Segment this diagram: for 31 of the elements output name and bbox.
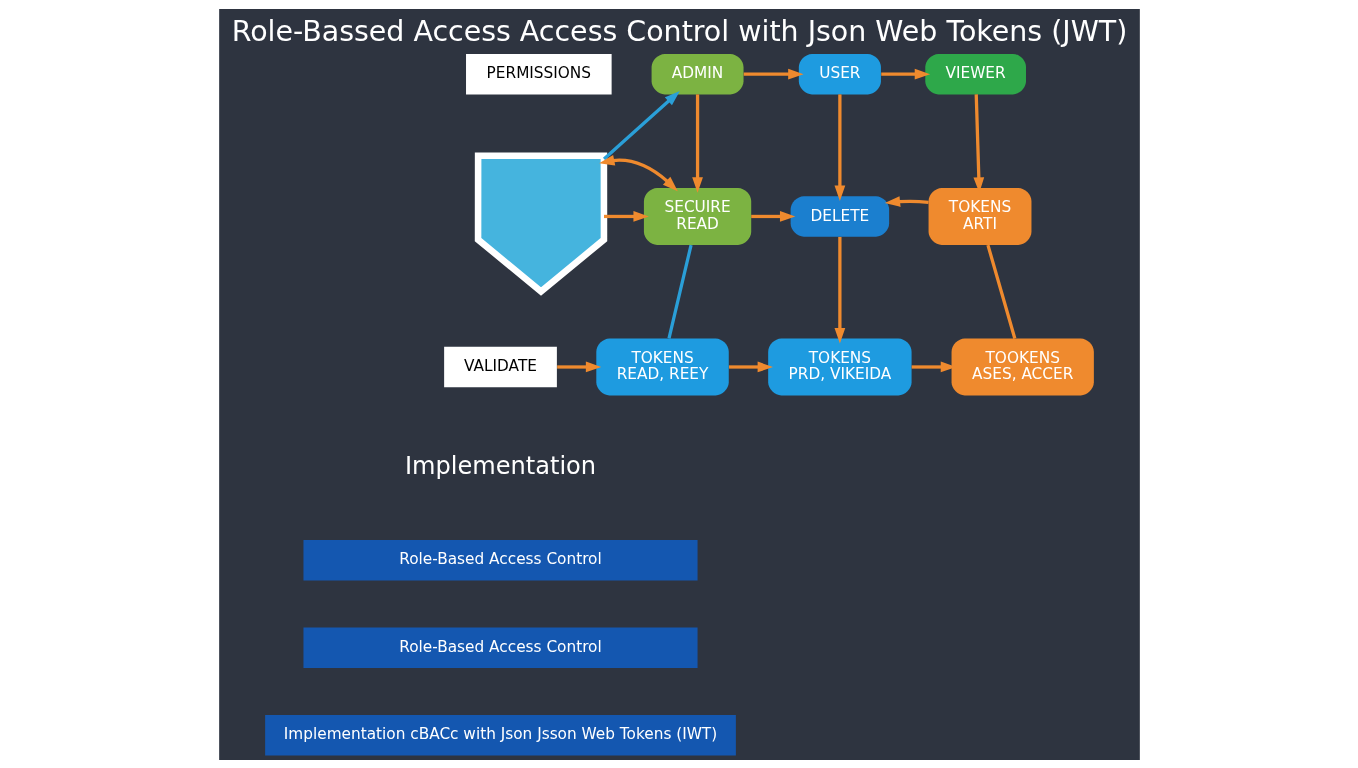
node-box: TOKENS READ, REEY: [595, 338, 729, 395]
arrow: [603, 210, 649, 222]
node-box: Implementation cBACc with Json Jsson Web Tokens (IWT): [264, 714, 736, 756]
arrow: [691, 93, 703, 193]
label: Implementation: [404, 451, 596, 480]
node-box: PERMISSIONS: [465, 53, 612, 94]
arrow: [834, 93, 845, 201]
arrow: [556, 361, 601, 372]
arrow: [884, 195, 929, 207]
node-shield: [474, 152, 607, 296]
arrow: [880, 68, 930, 79]
arrow: [834, 236, 845, 343]
diagram-title: Role-Bassed Access Access Control with Json Web Tokens (JWT): [231, 14, 1127, 48]
node-box: VALIDATE: [443, 346, 557, 387]
node-box: TOKENS PRD, VIKEIDA: [767, 338, 912, 395]
arrow: [602, 90, 680, 160]
node-box: ADMIN: [651, 53, 744, 94]
connector: [985, 244, 1016, 339]
arrow: [750, 210, 795, 222]
node-box: Role-Based Access Control: [302, 539, 698, 580]
arrow: [598, 154, 678, 191]
arrow: [743, 68, 803, 79]
node-box: USER: [798, 53, 881, 94]
node-box: SECUIRE READ: [643, 187, 751, 245]
arrow: [728, 361, 773, 372]
node-box: VIEWER: [924, 53, 1026, 94]
connector: [666, 244, 693, 339]
node-box: TOOKENS ASES, ACCER: [951, 338, 1094, 395]
node-box: Role-Based Access Control: [302, 627, 698, 668]
node-box: DELETE: [790, 195, 889, 237]
node-box: TOKENS ARTI: [928, 187, 1031, 245]
